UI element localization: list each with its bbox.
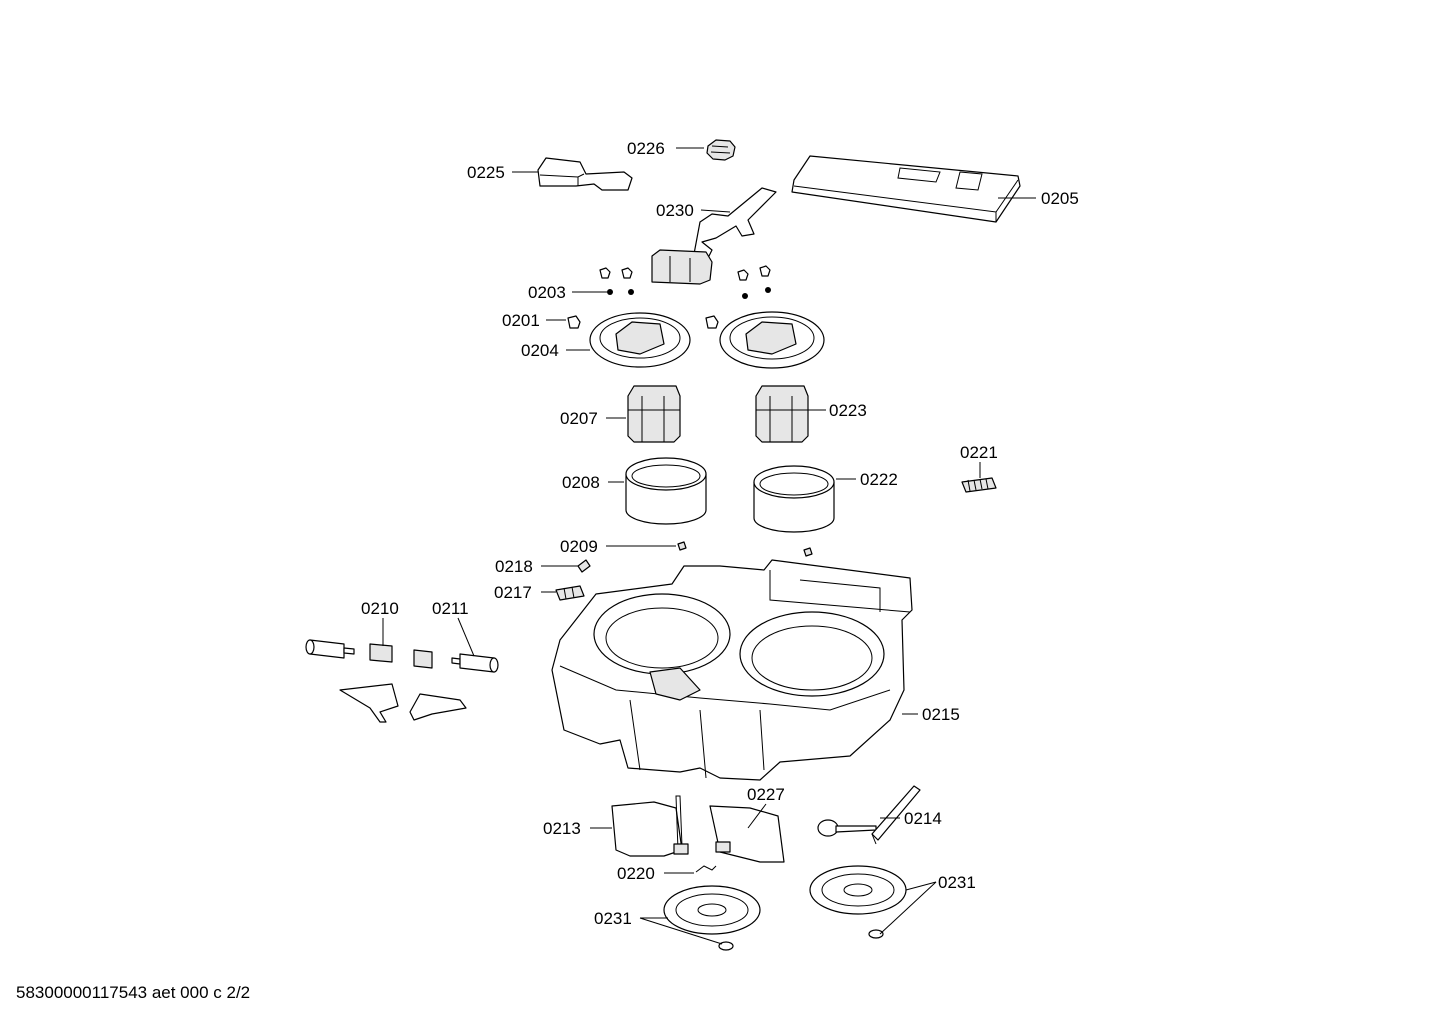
- part-0205: [791, 155, 1021, 223]
- part-0203-group: [599, 265, 771, 299]
- label-0225: 0225: [467, 163, 505, 182]
- label-0220: 0220: [617, 864, 655, 883]
- label-0222: 0222: [860, 470, 898, 489]
- part-0230: [651, 187, 777, 285]
- label-0209: 0209: [560, 537, 598, 556]
- label-0201: 0201: [502, 311, 540, 330]
- label-0205: 0205: [1041, 189, 1079, 208]
- part-0220: [695, 865, 717, 873]
- part-0227: [709, 805, 785, 863]
- part-0204-right: [719, 311, 825, 369]
- label-0210: 0210: [361, 599, 399, 618]
- part-0201: [567, 315, 719, 329]
- leader-lines: [382, 147, 1036, 945]
- part-0218: [577, 559, 591, 573]
- part-0217: [555, 585, 585, 601]
- label-0204: 0204: [521, 341, 559, 360]
- part-0209: [677, 541, 813, 557]
- part-0208: [625, 457, 707, 525]
- part-0231-left: [663, 885, 761, 951]
- label-0207: 0207: [560, 409, 598, 428]
- label-0227: 0227: [747, 785, 785, 804]
- label-0230: 0230: [656, 201, 694, 220]
- part-0223: [755, 385, 809, 443]
- label-0217: 0217: [494, 583, 532, 602]
- part-labels: 0226 0225 0230 0205 0203 0201 0204 0207 …: [361, 139, 1079, 928]
- document-footer-code: 58300000117543 aet 000 c 2/2: [16, 983, 250, 1002]
- part-0226: [706, 139, 736, 161]
- label-0214: 0214: [904, 809, 942, 828]
- label-0226: 0226: [627, 139, 665, 158]
- label-0231-left: 0231: [594, 909, 632, 928]
- label-0208: 0208: [562, 473, 600, 492]
- label-0223: 0223: [829, 401, 867, 420]
- label-0215: 0215: [922, 705, 960, 724]
- label-0218: 0218: [495, 557, 533, 576]
- part-0221: [961, 477, 997, 493]
- part-0222: [753, 465, 835, 533]
- label-0203: 0203: [528, 283, 566, 302]
- label-0213: 0213: [543, 819, 581, 838]
- part-0225: [537, 157, 633, 191]
- part-0213: [611, 795, 689, 857]
- part-0215: [551, 559, 913, 781]
- label-0231-right: 0231: [938, 873, 976, 892]
- label-0221: 0221: [960, 443, 998, 462]
- part-0214: [817, 785, 921, 845]
- part-0207: [627, 385, 681, 443]
- part-0204-left: [589, 312, 691, 368]
- part-0210-0211-group: [305, 639, 499, 723]
- part-0231-right: [809, 865, 907, 939]
- label-0211: 0211: [432, 599, 469, 618]
